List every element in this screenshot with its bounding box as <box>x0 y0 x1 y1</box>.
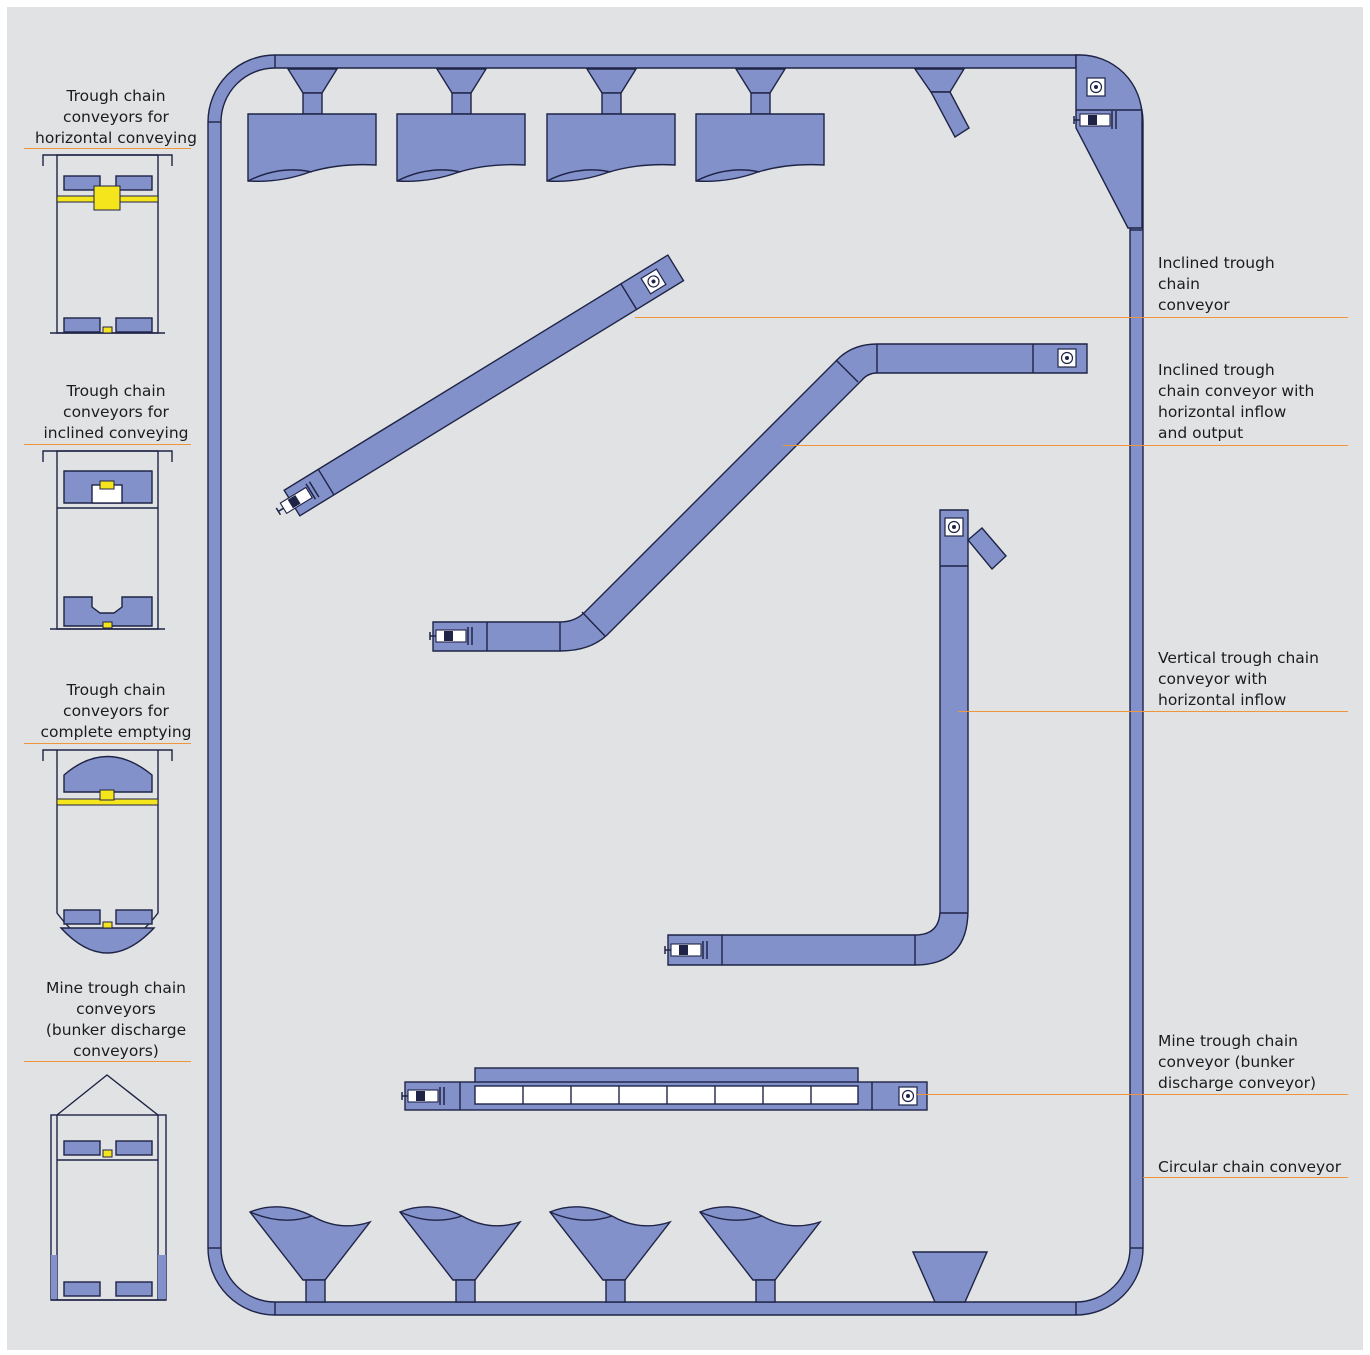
leader-line <box>917 1094 1348 1095</box>
leader-line <box>24 743 191 744</box>
circular-conveyor <box>207 54 1144 1316</box>
section-inclined-icon <box>42 450 173 630</box>
label-inclined-conveyor: Inclined trough chain conveyor <box>1158 254 1275 314</box>
leader-line <box>635 317 1348 318</box>
section-mine-icon <box>50 1074 167 1301</box>
top-bunkers-icon <box>247 68 970 182</box>
vertical-conveyor <box>664 509 1007 966</box>
inclined-horizontal-conveyor <box>429 343 1088 652</box>
label-horizontal-conveying: Trough chain conveyors for horizontal co… <box>35 87 197 147</box>
leader-line <box>1143 1177 1348 1178</box>
diagram-canvas: Trough chain conveyors for horizontal co… <box>7 7 1363 1350</box>
leader-line <box>24 1061 191 1062</box>
label-mine-conveyor: Mine trough chain conveyor (bunker disch… <box>1158 1032 1317 1092</box>
label-vertical-conveyor: Vertical trough chain conveyor with hori… <box>1158 649 1319 709</box>
section-emptying-icon <box>42 749 173 954</box>
conveyor-diagram <box>42 54 1144 1316</box>
leader-line <box>783 445 1348 446</box>
label-complete-emptying: Trough chain conveyors for complete empt… <box>40 681 192 741</box>
label-inclined-conveying: Trough chain conveyors for inclined conv… <box>43 382 189 442</box>
label-circular-conveyor: Circular chain conveyor <box>1158 1158 1342 1176</box>
leader-line <box>958 711 1348 712</box>
section-horizontal-icon <box>42 154 173 334</box>
bottom-hoppers-icon <box>248 1206 989 1303</box>
inclined-conveyor <box>272 254 685 520</box>
mine-conveyor <box>401 1067 928 1111</box>
leader-line <box>24 148 191 149</box>
label-mine-conveyors: Mine trough chain conveyors (bunker disc… <box>45 979 187 1060</box>
leader-line <box>24 444 191 445</box>
label-inclined-horizontal: Inclined trough chain conveyor with hori… <box>1158 361 1315 442</box>
